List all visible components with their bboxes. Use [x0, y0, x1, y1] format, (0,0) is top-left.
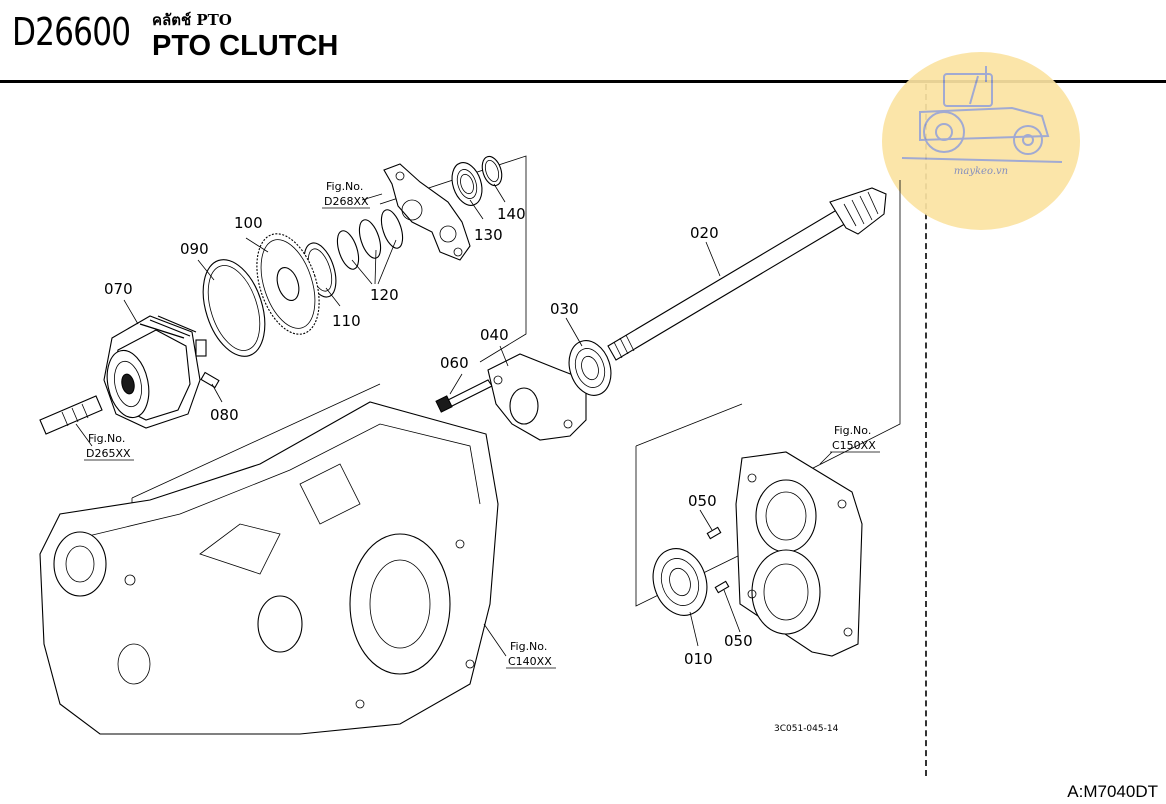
- fig-ref-d268-label: Fig.No.: [326, 180, 363, 193]
- drawing-number: 3C051-045-14: [774, 724, 839, 734]
- part-transmission-case-c140: [39, 401, 499, 735]
- fig-ref-d265-label: Fig.No.: [88, 432, 125, 445]
- part-100-friction-plate: [256, 233, 320, 335]
- fig-ref-d268-code: D268XX: [324, 195, 369, 208]
- part-cover-c150: [735, 451, 863, 657]
- callout-050-upper: 050: [688, 492, 717, 510]
- part-020-pto-shaft: [607, 187, 887, 361]
- part-080-pin: [200, 371, 220, 389]
- watermark-logo: maykeo.vn: [882, 52, 1080, 230]
- callout-090: 090: [180, 240, 209, 258]
- callout-140: 140: [497, 205, 526, 223]
- part-030-bearing: [568, 340, 612, 396]
- callout-120: 120: [370, 286, 399, 304]
- fig-ref-c150-label: Fig.No.: [834, 424, 871, 437]
- callout-050-lower: 050: [724, 632, 753, 650]
- callout-040: 040: [480, 326, 509, 344]
- callout-080: 080: [210, 406, 239, 424]
- part-040-bracket: [487, 353, 587, 441]
- callout-130: 130: [474, 226, 503, 244]
- part-060-bolt: [435, 379, 493, 413]
- figure-references: Fig.No. D268XX Fig.No. D265XX Fig.No. C1…: [84, 180, 880, 669]
- tractor-logo-icon: [901, 66, 1063, 163]
- callout-060: 060: [440, 354, 469, 372]
- fig-ref-c140-label: Fig.No.: [510, 640, 547, 653]
- callout-030: 030: [550, 300, 579, 318]
- part-input-shaft-d265: [39, 395, 103, 435]
- part-050-pins: [706, 526, 730, 594]
- part-070-clutch-pack: [103, 315, 207, 429]
- exploded-parts-diagram: 140 130 120 110 100 090 070 080 060 040 …: [39, 155, 901, 735]
- callout-100: 100: [234, 214, 263, 232]
- part-090-pressure-plate: [202, 259, 266, 357]
- page-header: D26600 คลัตช์ PTO PTO CLUTCH: [0, 0, 1166, 82]
- part-housing-d268: [383, 163, 471, 261]
- leader-lines: [75, 183, 833, 657]
- part-130-bearing: [451, 162, 483, 206]
- fig-ref-c150-code: C150XX: [832, 439, 876, 452]
- title-thai: คลัตช์ PTO: [152, 11, 232, 29]
- part-010-bearing: [652, 548, 708, 616]
- part-120-seal-rings: [336, 209, 404, 270]
- diagram-code: D26600: [12, 10, 131, 54]
- watermark-text: maykeo.vn: [953, 166, 1009, 177]
- part-callouts: 140 130 120 110 100 090 070 080 060 040 …: [104, 205, 753, 668]
- model-code: A:M7040DT: [1067, 782, 1158, 801]
- callout-070: 070: [104, 280, 133, 298]
- fig-ref-d265-code: D265XX: [86, 447, 131, 460]
- callout-020: 020: [690, 224, 719, 242]
- dashed-divider: [925, 84, 927, 776]
- callout-010: 010: [684, 650, 713, 668]
- part-140-snap-ring: [481, 155, 503, 187]
- fig-ref-c140-code: C140XX: [508, 655, 552, 668]
- header-rule: [0, 80, 1166, 83]
- callout-110: 110: [332, 312, 361, 330]
- page-title: PTO CLUTCH: [152, 30, 339, 62]
